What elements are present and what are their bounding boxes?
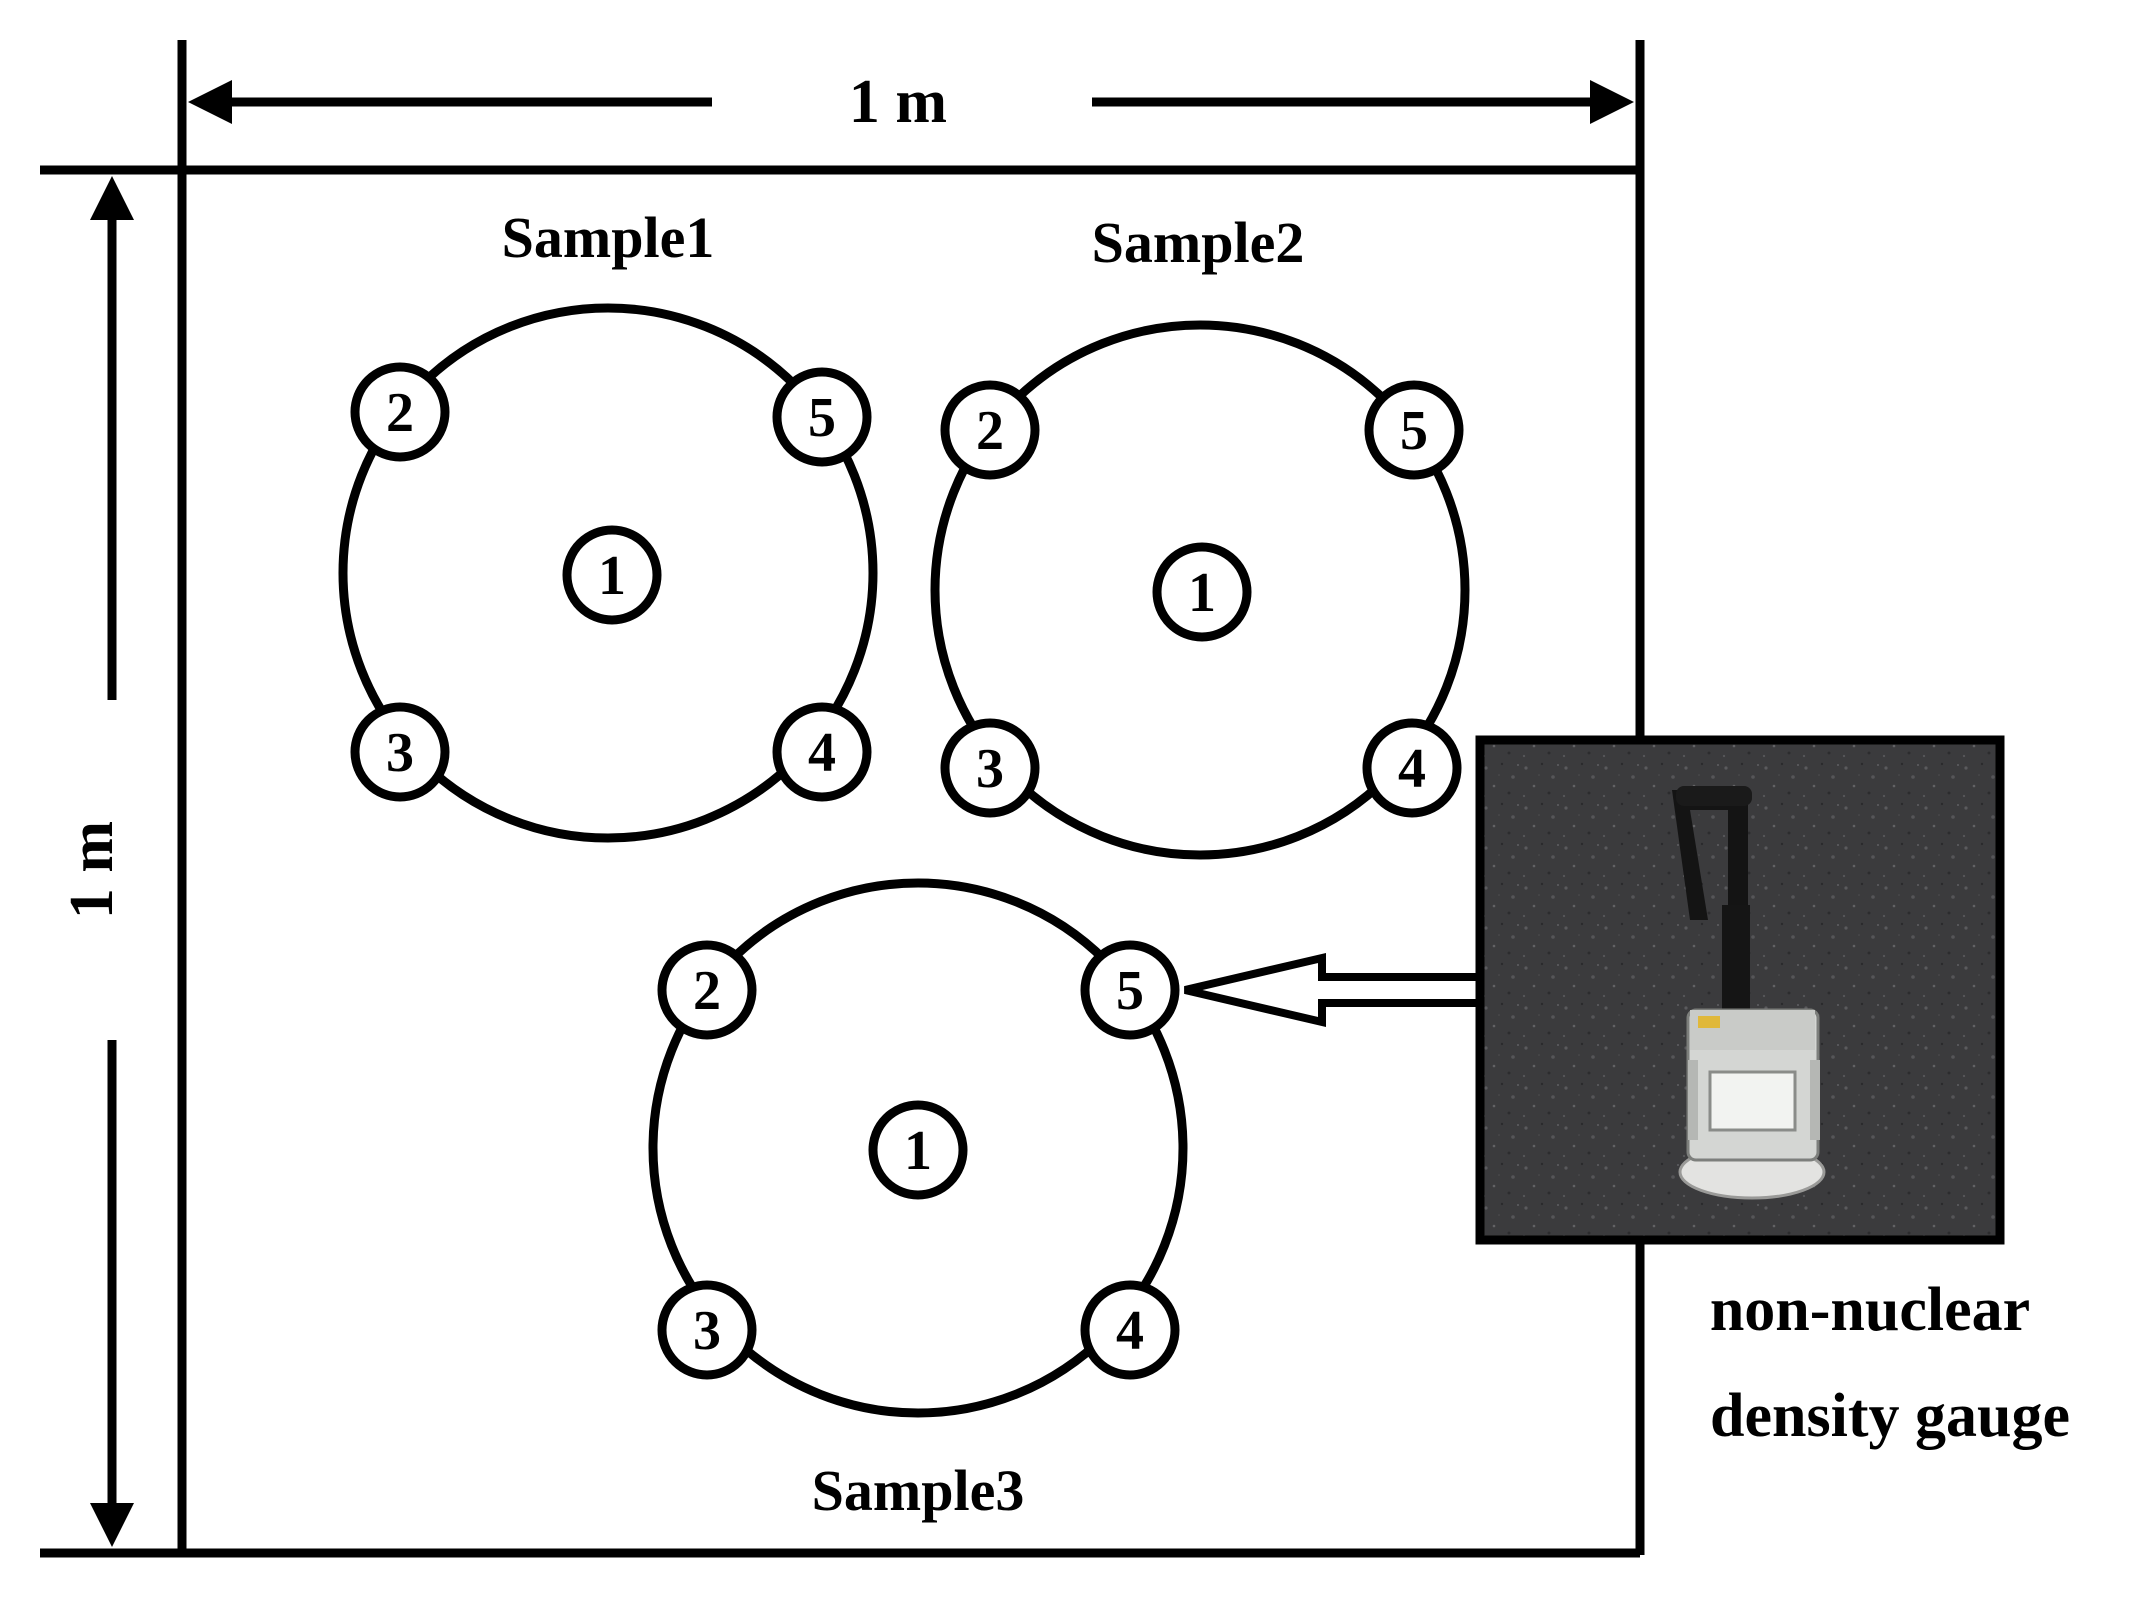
sample-3-point-5: 5 bbox=[1080, 940, 1180, 1040]
height-label: 1 m bbox=[58, 821, 126, 919]
sample-3-point-1: 1 bbox=[868, 1100, 968, 1200]
sample-1-point-5: 5 bbox=[772, 367, 872, 467]
sample-2-point-1: 1 bbox=[1152, 542, 1252, 642]
height-dimension: 1 m bbox=[40, 165, 1640, 1558]
sample-3-group: 1 2 3 4 5 Sample3 bbox=[648, 878, 1188, 1523]
sample-1-label: Sample1 bbox=[502, 205, 715, 270]
point-number: 5 bbox=[1116, 960, 1144, 1022]
point-number: 2 bbox=[386, 382, 414, 444]
gauge-device-image bbox=[1672, 786, 1826, 1200]
sample-3-point-4: 4 bbox=[1080, 1280, 1180, 1380]
point-number: 5 bbox=[808, 387, 836, 449]
point-number: 1 bbox=[904, 1120, 932, 1182]
sample-2-point-5: 5 bbox=[1364, 380, 1464, 480]
sample-2-point-3: 3 bbox=[940, 718, 1040, 818]
gauge-caption-line-1: non-nuclear bbox=[1710, 1276, 2030, 1344]
point-number: 1 bbox=[598, 545, 626, 607]
point-number: 2 bbox=[693, 960, 721, 1022]
sample-2-point-4: 4 bbox=[1362, 718, 1462, 818]
sample-1-point-2: 2 bbox=[350, 362, 450, 462]
point-number: 4 bbox=[1398, 738, 1426, 800]
sample-2-circle bbox=[930, 320, 1470, 860]
sample-3-point-2: 2 bbox=[657, 940, 757, 1040]
point-number: 4 bbox=[808, 722, 836, 784]
width-label: 1 m bbox=[849, 68, 947, 136]
sample-3-point-3: 3 bbox=[657, 1280, 757, 1380]
point-number: 3 bbox=[693, 1300, 721, 1362]
gauge-caption-line-2: density gauge bbox=[1710, 1382, 2070, 1450]
width-arrow-right-head bbox=[1590, 80, 1634, 124]
gauge-pointer-arrow bbox=[1184, 952, 1484, 1028]
sample-1-group: Sample1 1 2 3 4 5 bbox=[338, 205, 878, 843]
point-number: 4 bbox=[1116, 1300, 1144, 1362]
sample-2-label: Sample2 bbox=[1092, 210, 1305, 275]
height-arrow-bottom-head bbox=[90, 1503, 134, 1547]
point-number: 3 bbox=[386, 722, 414, 784]
sample-3-circle bbox=[648, 878, 1188, 1418]
width-dimension: 1 m bbox=[177, 40, 1645, 1555]
point-number: 5 bbox=[1400, 400, 1428, 462]
sample-2-group: Sample2 1 2 3 4 5 bbox=[930, 210, 1470, 860]
sample-2-point-2: 2 bbox=[940, 380, 1040, 480]
point-number: 3 bbox=[976, 738, 1004, 800]
sample-1-point-1: 1 bbox=[562, 525, 662, 625]
sample-1-point-3: 3 bbox=[350, 702, 450, 802]
width-arrow-left-head bbox=[188, 80, 232, 124]
sample-1-circle bbox=[338, 303, 878, 843]
point-number: 1 bbox=[1188, 562, 1216, 624]
gauge-photo-frame bbox=[1475, 735, 2005, 1245]
point-number: 2 bbox=[976, 400, 1004, 462]
height-arrow-top-head bbox=[90, 176, 134, 220]
sample-3-label: Sample3 bbox=[812, 1458, 1025, 1523]
sample-1-point-4: 4 bbox=[772, 702, 872, 802]
